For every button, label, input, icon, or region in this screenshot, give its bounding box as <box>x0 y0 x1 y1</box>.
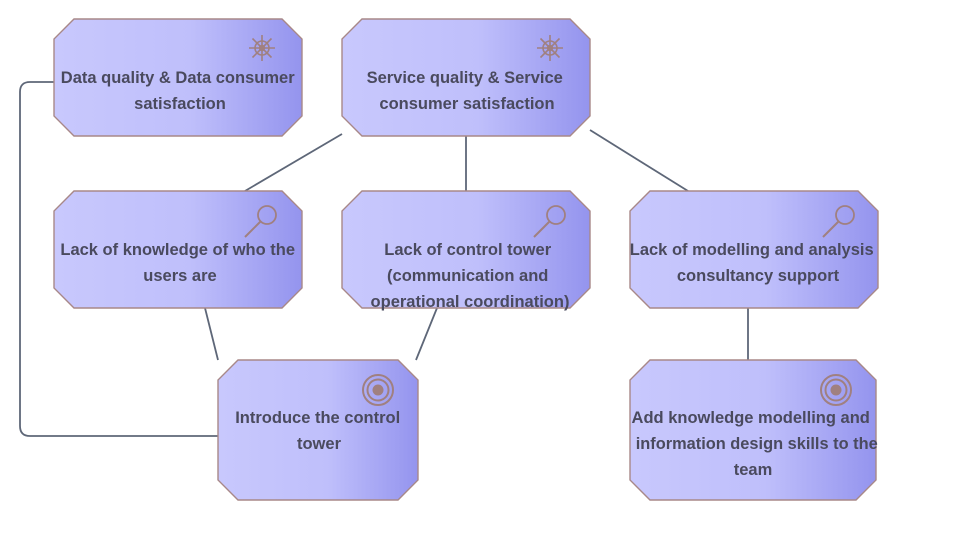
assessment-node-lack-modelling[interactable]: Lack of modelling and analysis consultan… <box>629 190 879 309</box>
helm-icon <box>249 35 275 61</box>
connector-data-quality-to-control-tower <box>19 81 218 437</box>
driver-node-data-quality[interactable]: Data quality & Data consumer satisfactio… <box>53 18 303 137</box>
label-line: consumer satisfaction <box>379 95 554 113</box>
assessment-node-lack-users[interactable]: Lack of knowledge of who the users are <box>53 190 303 309</box>
node-label: Lack of knowledge of who the users are <box>60 241 299 285</box>
target-icon <box>362 374 394 406</box>
label-line: operational coordination) <box>371 293 570 311</box>
goal-node-add-knowledge[interactable]: Add knowledge modelling and information … <box>629 359 883 501</box>
label-line: tower <box>297 435 342 453</box>
assessment-node-lack-control-tower[interactable]: Lack of control tower (communication and… <box>341 190 591 311</box>
driver-node-service-quality[interactable]: Service quality & Service consumer satis… <box>341 18 591 137</box>
node-label: Add knowledge modelling and information … <box>632 409 883 479</box>
label-line: Lack of knowledge of who the <box>60 241 295 259</box>
goal-node-introduce-control-tower[interactable]: Introduce the control tower <box>217 359 419 501</box>
label-line: Data quality & Data consumer <box>61 69 295 87</box>
label-line: information design skills to the <box>636 435 878 453</box>
connector-service-quality-to-lack-users <box>244 133 343 192</box>
node-label: Data quality & Data consumer satisfactio… <box>61 69 299 113</box>
label-line: Introduce the control <box>235 409 400 427</box>
node-label: Service quality & Service consumer satis… <box>367 69 568 113</box>
label-line: Lack of modelling and analysis <box>630 241 874 259</box>
target-icon <box>820 374 852 406</box>
connector-service-quality-to-lack-modelling <box>589 129 689 192</box>
connector-lack-users-to-control-tower <box>204 307 219 361</box>
label-line: users are <box>143 267 216 285</box>
label-line: consultancy support <box>677 267 840 285</box>
label-line: Add knowledge modelling and <box>632 409 870 427</box>
magnifier-icon <box>533 205 566 238</box>
magnifier-icon <box>822 205 855 238</box>
magnifier-icon <box>244 205 277 238</box>
node-label: Lack of modelling and analysis consultan… <box>630 241 879 285</box>
connector-lack-control-tower-to-control-tower <box>415 307 438 361</box>
node-label: Lack of control tower (communication and… <box>371 241 570 311</box>
label-line: (communication and <box>387 267 548 285</box>
label-line: Lack of control tower <box>384 241 551 259</box>
label-line: Service quality & Service <box>367 69 563 87</box>
label-line: team <box>734 461 773 479</box>
label-line: satisfaction <box>134 95 226 113</box>
connectors <box>19 81 749 437</box>
node-label: Introduce the control tower <box>235 409 405 453</box>
helm-icon <box>537 35 563 61</box>
